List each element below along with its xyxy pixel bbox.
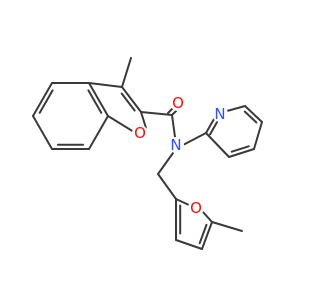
atom-o-furan: O: [188, 199, 204, 217]
atoms-group: O O N N O: [132, 94, 228, 217]
bond-c3-methyl: [121, 57, 132, 88]
bond-c2-carbonyl: [140, 111, 173, 116]
bond-carbonyl-o: [171, 109, 178, 116]
bond-py-n1-c6: [226, 105, 246, 112]
bond-py-double-2: [209, 120, 219, 136]
bond-furan-o-c5: [202, 211, 213, 223]
bond-furan-double-0: [198, 223, 208, 245]
bond-ch2-furan: [157, 173, 177, 200]
atom-n-amide-label: N: [170, 136, 181, 154]
bond-py-c6-c5: [244, 105, 263, 123]
bond-benzene-double-0: [38, 89, 54, 114]
bond-carbonyl-n: [171, 114, 176, 138]
bond-benzene-2: [88, 82, 109, 117]
bond-o1-c7a: [107, 115, 135, 133]
bond-furan-c4-c3: [175, 239, 203, 250]
atom-n-pyridine: N: [212, 105, 228, 123]
molecule-structure: O O N N O: [32, 57, 263, 250]
bond-benzene-5: [32, 115, 53, 150]
bond-py-double-1: [230, 145, 250, 153]
bond-n-ch2: [157, 152, 174, 175]
bond-py-c5-c4: [253, 121, 263, 150]
bond-benzene-double-1: [87, 89, 103, 114]
bond-benzene-3: [88, 115, 109, 150]
bond-py-c4-c3: [228, 148, 255, 158]
bond-c2-o1: [140, 111, 147, 129]
bond-furan-c2-o: [175, 198, 190, 206]
bond-furan-c5-c4: [201, 221, 213, 250]
bond-carbonyl-o-double: [167, 107, 174, 114]
bond-n-pyridine: [182, 132, 207, 146]
atom-o-benzofuran-label: O: [134, 124, 146, 142]
atom-o-benzofuran: O: [132, 124, 148, 142]
atom-o-carbonyl-label: O: [172, 94, 184, 112]
bond-c3a-c3: [88, 82, 123, 88]
bond-furan-methyl: [211, 221, 243, 232]
bond-benzene-0: [32, 82, 53, 117]
atom-o-carbonyl: O: [170, 94, 186, 112]
atom-n-amide: N: [168, 136, 184, 154]
bonds-group: [32, 57, 263, 250]
bond-py-c3-c2: [205, 132, 230, 158]
atom-o-furan-label: O: [190, 199, 202, 217]
bond-py-double-0: [243, 110, 258, 124]
atom-n-pyridine-label: N: [214, 105, 225, 123]
bond-c3-c2-double: [120, 92, 136, 112]
bond-py-c2-n1: [205, 118, 215, 134]
bond-c3-c2: [121, 86, 142, 113]
